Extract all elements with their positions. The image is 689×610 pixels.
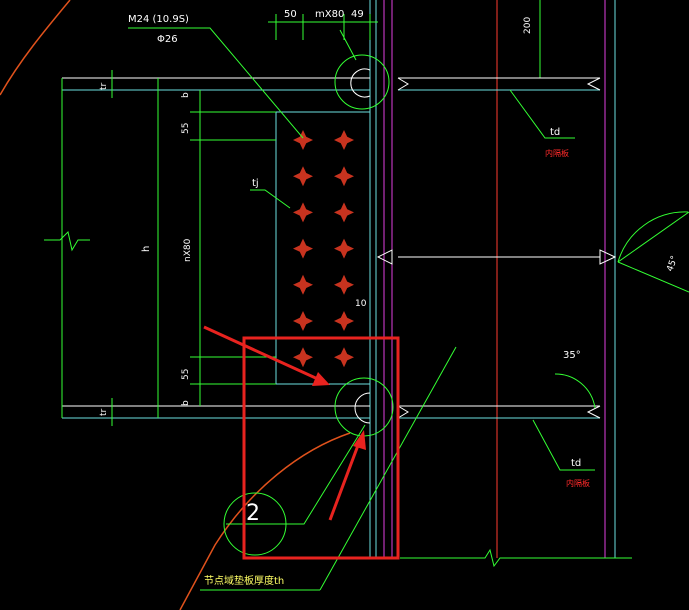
bolt-symbol [334, 238, 354, 259]
hole-dia-label: Φ26 [157, 34, 178, 45]
bolt-leader-line [128, 27, 304, 139]
orange-leader-top-left [0, 0, 71, 96]
td-top-label: td [550, 127, 560, 138]
bottom-access-hole-arc [354, 392, 371, 424]
dim-50-label: 50 [284, 9, 297, 20]
dim-h-label: h [141, 246, 152, 252]
td-bottom-label: td [571, 458, 581, 469]
angle-45-label: 45° [665, 255, 680, 273]
break-symbol-left [44, 231, 90, 252]
break-symbol-bottom [400, 548, 632, 568]
node-number-label: 2 [246, 501, 260, 526]
dim-55-top-label: 55 [181, 123, 191, 134]
bottom-weld-right [586, 405, 601, 419]
bolt-spec-label: M24 (10.9S) [128, 14, 189, 25]
bolt-symbol [293, 274, 313, 295]
highlight-arrow-1-head [312, 372, 330, 386]
highlight-arrow-2-shaft [328, 439, 362, 521]
angle-45-arc [617, 211, 689, 263]
tj-leader-line [250, 189, 291, 209]
tj-label: tj [252, 178, 259, 189]
dim-nx80-label: nX80 [183, 238, 193, 262]
bolt-symbol [334, 202, 354, 223]
dim-55-bottom-label: 55 [181, 369, 191, 380]
angle-45-ray [617, 211, 689, 263]
bolt-grid [293, 130, 354, 368]
bottom-note-label: 节点域垫板厚度th [204, 574, 284, 587]
bolt-symbol [334, 347, 354, 368]
dim-b-bottom-label: b [181, 400, 191, 406]
bolt-symbol [293, 311, 313, 331]
mid-stiffener-weld-left [376, 249, 393, 265]
orange-leader-bottom [179, 432, 351, 610]
bolt-symbol [334, 311, 354, 331]
node-leader-line [286, 424, 366, 525]
shear-plate [275, 111, 371, 385]
dim-tr-top-label: tr [99, 82, 109, 90]
top-access-hole-arc [350, 68, 371, 98]
dim-b-top-label: b [181, 92, 191, 98]
top-weld-left [397, 77, 409, 91]
bolt-symbol [334, 130, 354, 150]
td-top-leader [509, 89, 575, 139]
top-weld-right [586, 77, 601, 91]
bolt-symbol [293, 202, 313, 223]
angle-45-ray-2 [617, 261, 689, 293]
dim-mx80-label: mX80 [315, 9, 344, 20]
mid-stiffener-weld-right [599, 249, 617, 265]
angle-35-label: 35° [563, 350, 581, 361]
td-bottom-note: 内隔板 [566, 478, 590, 488]
dim-tr-bottom-label: tr [99, 408, 109, 416]
bolt-symbol [293, 238, 313, 259]
dim-200-label: 200 [523, 17, 533, 34]
bolt-symbol [293, 347, 313, 368]
bolt-symbol [293, 130, 313, 150]
td-top-note: 内隔板 [545, 148, 569, 158]
angle-35-arc [554, 373, 596, 409]
highlight-arrow-1-shaft [203, 325, 321, 382]
bolt-symbol [293, 166, 313, 187]
top-access-hole-circle [334, 54, 390, 110]
bolt-symbol [334, 274, 354, 295]
dim-10-label: 10 [355, 299, 367, 309]
top-hole-leader [339, 29, 357, 61]
td-bottom-leader [532, 419, 595, 471]
bottom-weld-left [397, 405, 409, 419]
dim-49-label: 49 [351, 9, 364, 20]
highlight-box [242, 336, 400, 560]
diagonal-green-line [319, 346, 457, 591]
bolt-symbol [334, 166, 354, 187]
highlight-arrow-2-head [353, 430, 366, 450]
